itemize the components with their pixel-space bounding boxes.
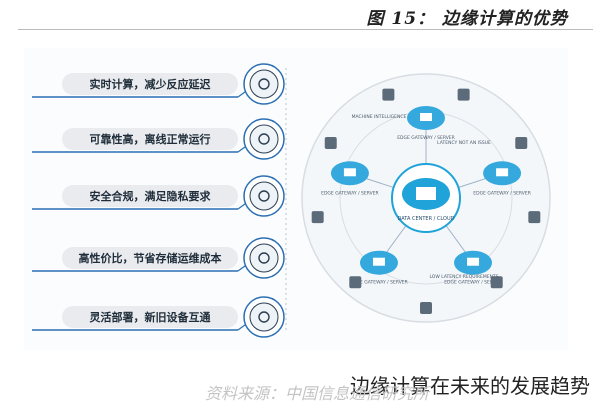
benefit-label-bg <box>62 128 238 150</box>
train-icon <box>490 276 503 289</box>
mobile-devices-icon <box>249 302 279 332</box>
edge-computing-diagram: 实时计算，减少反应延迟可靠性高，离线正常运行安全合规，满足隐私要求高性价比，节省… <box>32 63 551 338</box>
benefit-text: 安全合规，满足隐私要求 <box>90 189 212 203</box>
coin-hand-icon <box>249 243 279 273</box>
center-label: DATA CENTER / CLOUD <box>398 216 455 222</box>
network-gear-icon <box>249 124 279 154</box>
edge-cloud-node: EDGE GATEWAY / SERVER <box>473 161 531 196</box>
diagram-panel: 实时计算，减少反应延迟可靠性高，离线正常运行安全合规，满足隐私要求高性价比，节省… <box>24 48 568 350</box>
figure-title: 图 15： 边缘计算的优势 <box>366 9 568 29</box>
smartphone-icon <box>382 88 395 101</box>
benefit-text: 可靠性高，离线正常运行 <box>90 132 211 146</box>
benefit-label-bg <box>62 306 238 328</box>
streetlight-icon <box>324 137 337 149</box>
center-server-icon <box>416 187 436 200</box>
benefit-label-bg <box>62 185 238 207</box>
benefit-icon-glyph <box>258 78 270 90</box>
figure-header: 图 15： 边缘计算的优势 <box>0 0 596 30</box>
hub-annotation: MACHINE INTELLIGENCE <box>352 114 407 120</box>
stopwatch-icon <box>249 69 279 99</box>
benefit-text: 实时计算，减少反应延迟 <box>90 77 211 91</box>
benefit-icon-glyph <box>258 190 270 202</box>
building-icon <box>311 211 324 224</box>
edge-cloud-node: EDGE GATEWAY / SERVER <box>321 161 379 196</box>
truck-icon <box>420 302 432 314</box>
benefit-text: 灵活部署，新旧设备互通 <box>90 310 211 324</box>
benefit-row: 高性价比，节省存储运维成本 <box>32 237 285 279</box>
server-icon <box>372 257 385 266</box>
benefit-label-bg <box>62 247 238 269</box>
benefits-list: 实时计算，减少反应延迟可靠性高，离线正常运行安全合规，满足隐私要求高性价比，节省… <box>32 63 287 338</box>
benefit-row: 实时计算，减少反应延迟 <box>32 63 285 105</box>
hub-annotation: LATENCY NOT AN ISSUE <box>437 140 491 146</box>
benefit-label-bg <box>62 73 238 95</box>
benefit-row: 安全合规，满足隐私要求 <box>32 175 285 217</box>
cloud-node-label: EDGE GATEWAY / SERVER <box>397 135 455 141</box>
figure-caption: 边缘计算在未来的发展趋势 <box>350 374 590 398</box>
cloud-node-label: EDGE GATEWAY / SERVER <box>473 190 531 196</box>
benefit-icon-glyph <box>258 311 270 323</box>
oil-rig-icon <box>515 137 528 149</box>
edge-cloud-node: EDGE GATEWAY / SERVER <box>397 106 455 141</box>
edge-cloud-node: EDGE GATEWAY / SERVER <box>350 250 408 286</box>
hub-diagram: EDGE GATEWAY / SERVER EDGE GATEWAY / SERV… <box>301 73 551 323</box>
edge-cloud-node: EDGE GATEWAY / SERVER <box>444 250 502 286</box>
hub-annotation: LOW LATENCY REQUIREMENTS <box>429 274 498 280</box>
benefit-row: 灵活部署，新旧设备互通 <box>32 296 285 338</box>
cloud-node-label: EDGE GATEWAY / SERVER <box>321 190 379 196</box>
server-icon <box>343 168 356 177</box>
server-icon <box>496 168 509 177</box>
cloud-node-label: EDGE GATEWAY / SERVER <box>444 280 502 286</box>
server-icon <box>467 257 480 266</box>
cloud-node-label: EDGE GATEWAY / SERVER <box>350 280 408 286</box>
header-rule <box>18 29 593 30</box>
power-tower-icon <box>349 276 362 289</box>
source-watermark: 资料来源：中国信息通信研究所 <box>205 384 430 403</box>
secure-document-icon <box>249 181 279 211</box>
benefit-icon-glyph <box>258 133 270 145</box>
benefit-text: 高性价比，节省存储运维成本 <box>79 251 222 265</box>
benefit-row: 可靠性高，离线正常运行 <box>32 118 285 160</box>
wind-turbine-icon <box>528 211 541 224</box>
airplane-icon <box>457 88 470 101</box>
benefit-icon-glyph <box>258 252 270 264</box>
server-icon <box>420 113 432 121</box>
